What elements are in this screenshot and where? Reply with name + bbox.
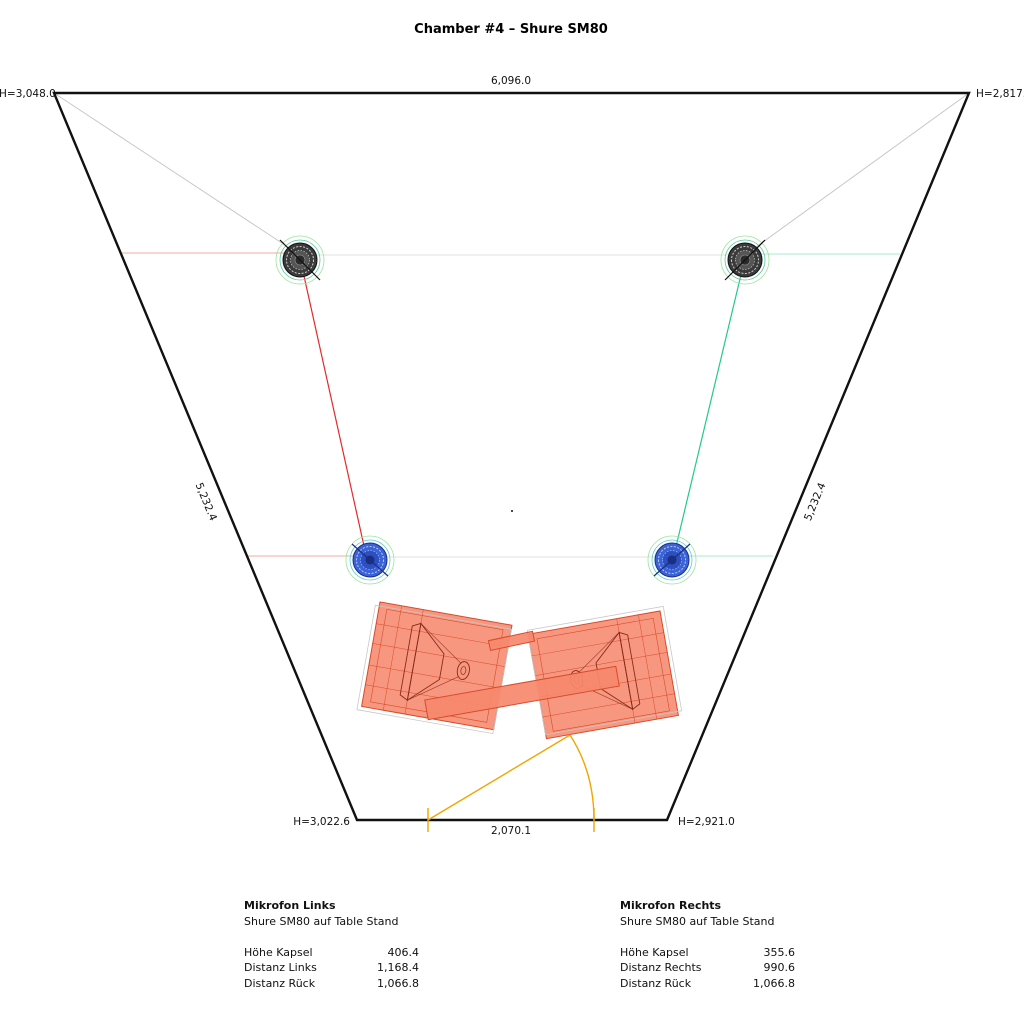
top-width-label: 6,096.0: [491, 75, 531, 87]
info-value: 406.4: [387, 945, 420, 959]
page-title: Chamber #4 – Shure SM80: [414, 22, 608, 37]
info-label: Distanz Links: [244, 961, 317, 974]
listening-angle: [427, 734, 595, 832]
mic-right-subtitle: Shure SM80 auf Table Stand: [620, 914, 775, 928]
info-label: Höhe Kapsel: [244, 945, 313, 959]
height-bottom-right-label: H=2,921.0: [678, 816, 735, 828]
info-label: Höhe Kapsel: [620, 945, 689, 959]
height-top-right-label: H=2,817.: [976, 88, 1024, 100]
mic-right-info: Mikrofon Rechts Shure SM80 auf Table Sta…: [620, 898, 795, 991]
left-side-label: 5,232.4: [193, 481, 220, 523]
guide-lines: [53, 92, 970, 558]
info-value: 355.6: [763, 945, 796, 959]
mic-right-title: Mikrofon Rechts: [620, 899, 722, 912]
info-value: 1,168.4: [377, 961, 419, 974]
room-walls: [52, 91, 971, 822]
mic-left-subtitle: Shure SM80 auf Table Stand: [244, 914, 399, 928]
info-value: 990.6: [763, 961, 796, 974]
microphone-right-icon: [647, 535, 697, 585]
height-top-left-label: H=3,048.0: [0, 88, 56, 100]
info-value: 1,066.8: [753, 976, 795, 990]
right-mic-distance-line: [673, 257, 746, 556]
mic-left-info: Mikrofon Links Shure SM80 auf Table Stan…: [244, 898, 419, 991]
microphone-left-icon: [345, 535, 395, 585]
info-row: Distanz Rechts 990.6: [620, 960, 795, 976]
bottom-width-label: 2,070.1: [491, 825, 531, 837]
speaker-bridge: [424, 630, 620, 721]
info-row: Höhe Kapsel 406.4: [244, 945, 419, 961]
info-label: Distanz Rück: [244, 976, 316, 990]
info-row: Distanz Rück 1,066.8: [620, 976, 795, 992]
mic-left-title: Mikrofon Links: [244, 899, 336, 912]
center-point: [511, 510, 513, 512]
left-mic-distance-line: [299, 257, 367, 556]
rear-speaker-right-icon: [720, 235, 770, 285]
info-row: Höhe Kapsel 355.6: [620, 945, 795, 961]
height-bottom-left-label: H=3,022.6: [293, 816, 350, 828]
info-label: Distanz Rechts: [620, 961, 702, 974]
rear-speaker-left-icon: [275, 235, 325, 285]
info-row: Distanz Rück 1,066.8: [244, 976, 419, 992]
info-label: Distanz Rück: [620, 976, 692, 990]
info-row: Distanz Links 1,168.4: [244, 960, 419, 976]
info-value: 1,066.8: [377, 976, 419, 990]
